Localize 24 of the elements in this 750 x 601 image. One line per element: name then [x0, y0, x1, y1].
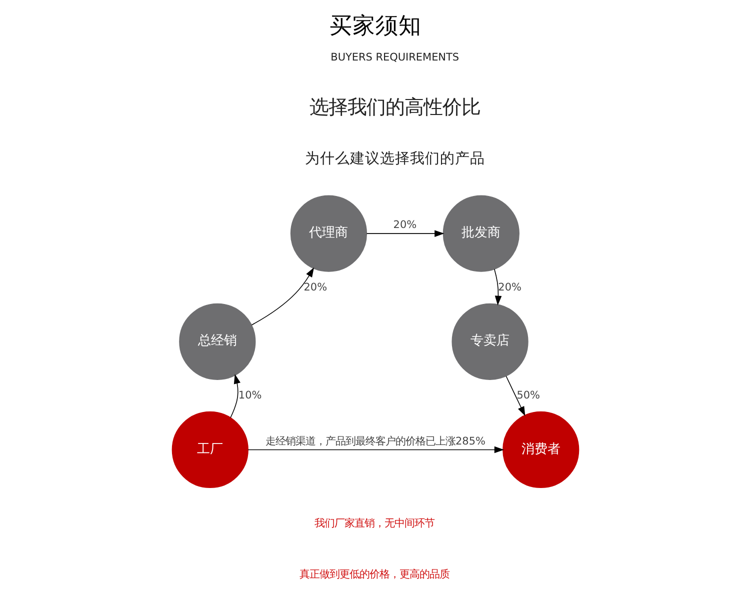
- label: BUYERS REQUIREMENTS: [330, 51, 459, 64]
- arrow: [505, 376, 525, 416]
- label: 为什么建议选择我们的产品: [304, 150, 484, 167]
- node-circle: 消费者: [502, 411, 579, 488]
- node-circle: 批发商: [442, 195, 519, 272]
- label: 真正做到更低的价格，更高的品质: [299, 568, 450, 580]
- node-circle: 工厂: [171, 411, 248, 488]
- node-circle: 专卖店: [451, 303, 528, 380]
- arrow: [230, 374, 240, 418]
- arrow: [366, 230, 444, 237]
- edge-label: 10%: [238, 389, 262, 402]
- arrow: [247, 446, 504, 454]
- edge-label: 20%: [498, 281, 521, 294]
- edge-label: 20%: [392, 219, 416, 232]
- node-circle: 总经销: [178, 303, 256, 380]
- node-circle: 代理商: [290, 195, 367, 272]
- diagram-title: 买家须知: [329, 13, 421, 40]
- arrow: [493, 268, 502, 306]
- edge-label: 20%: [303, 281, 327, 294]
- arrow: [250, 267, 314, 326]
- label: 我们厂家直销，无中间环节: [314, 518, 434, 530]
- edge-label: 走经销渠道，产品到最终客户的价格已上涨285%: [265, 435, 485, 448]
- edge-label: 50%: [516, 389, 540, 402]
- label: 选择我们的高性价比: [308, 96, 480, 119]
